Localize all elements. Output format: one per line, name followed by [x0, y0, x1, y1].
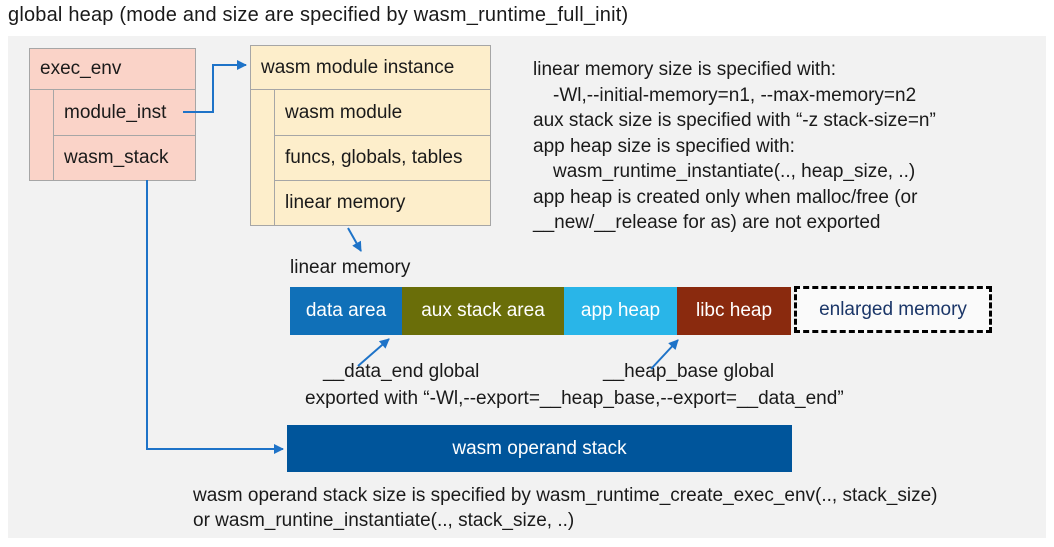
linear-memory-label: linear memory	[290, 257, 411, 278]
diagram-title: global heap (mode and size are specified…	[8, 4, 629, 26]
instance-row-funcs-globals-tables: funcs, globals, tables	[275, 135, 490, 180]
wasm-module-instance-body: wasm module funcs, globals, tables linea…	[251, 90, 490, 225]
footer-line: or wasm_runtine_instantiate(.., stack_si…	[193, 510, 575, 531]
operand-stack-note: wasm operand stack size is specified by …	[193, 483, 938, 533]
wasm-module-instance-box: wasm module instance wasm module funcs, …	[250, 45, 491, 226]
memory-size-notes: linear memory size is specified with: -W…	[533, 57, 936, 236]
instance-row-wasm-module: wasm module	[285, 101, 403, 123]
note-line: app heap is created only when malloc/fre…	[533, 186, 918, 208]
note-line: __new/__release for as) are not exported	[533, 212, 881, 233]
data-end-global-label: __data_end global	[323, 361, 480, 382]
wasm-module-instance-indent-strip	[251, 90, 275, 225]
segment-app-heap: app heap	[564, 287, 677, 335]
enlarged-memory-box: enlarged memory	[794, 286, 992, 333]
footer-line: wasm operand stack size is specified by …	[193, 485, 938, 506]
segment-libc-heap: libc heap	[677, 287, 791, 335]
heap-base-global-label: __heap_base global	[603, 361, 775, 382]
wasm-operand-stack-bar: wasm operand stack	[287, 425, 792, 472]
exported-with-label: exported with “-Wl,--export=__heap_base,…	[305, 388, 844, 409]
exec-env-header: exec_env	[30, 49, 195, 90]
note-line: wasm_runtime_instantiate(.., heap_size, …	[553, 161, 916, 182]
wasm-module-instance-header: wasm module instance	[251, 46, 490, 90]
segment-data-area: data area	[290, 287, 402, 335]
instance-row-linear-memory: linear memory	[275, 180, 490, 225]
linear-memory-bar: data area aux stack area app heap libc h…	[290, 287, 791, 335]
exec-env-row-module-inst: module_inst	[64, 101, 167, 123]
exec-env-indent-strip	[30, 90, 54, 180]
note-line: app heap size is specified with:	[533, 135, 795, 157]
exec-env-box: exec_env module_inst wasm_stack	[29, 48, 196, 181]
segment-aux-stack-area: aux stack area	[402, 287, 564, 335]
note-line: aux stack size is specified with “-z sta…	[533, 110, 936, 131]
note-line: -Wl,--initial-memory=n1, --max-memory=n2	[553, 84, 917, 106]
exec-env-row-wasm-stack: wasm_stack	[54, 135, 195, 180]
note-line: linear memory size is specified with:	[533, 59, 837, 80]
exec-env-body: module_inst wasm_stack	[30, 90, 195, 180]
